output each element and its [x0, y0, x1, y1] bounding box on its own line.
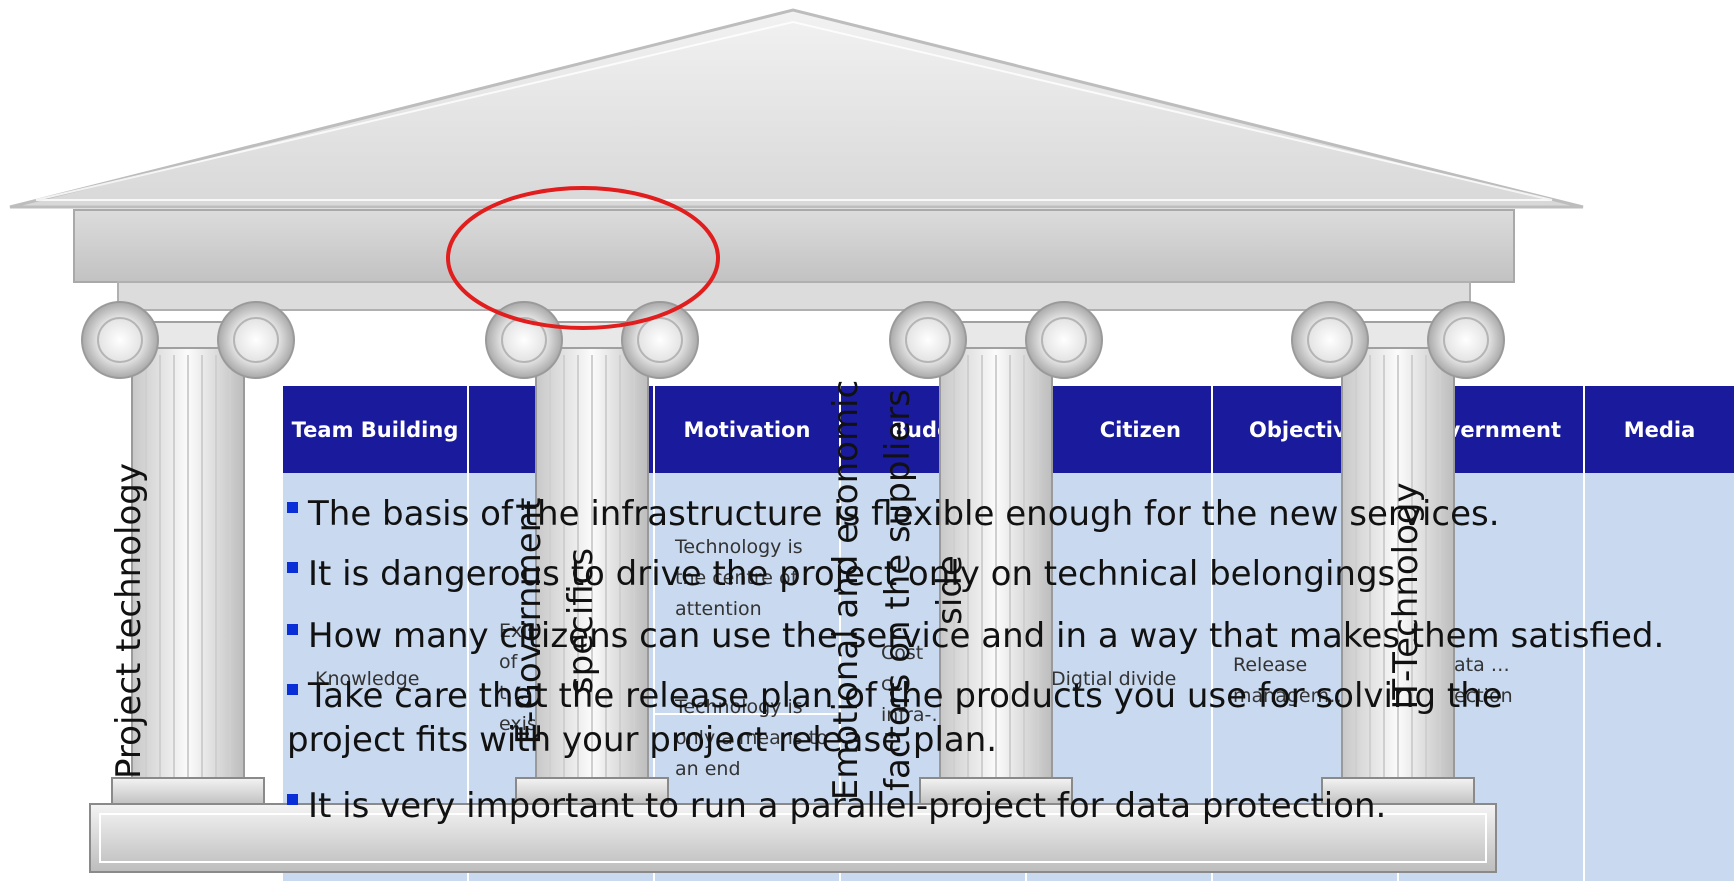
- cell-cost-infrastructure: Cost c… infra-… struct…: [881, 642, 941, 726]
- cell-technology-means: Technology is only a means to an end: [675, 696, 828, 780]
- cell-existing-structure: Exi… of t… exis… stru…: [499, 620, 539, 735]
- bullet-item: The basis of the infrastructure is flexi…: [287, 492, 1500, 536]
- bullet-marker-icon: [287, 562, 298, 573]
- bullet-marker-icon: [287, 624, 298, 635]
- table-column: [1585, 473, 1734, 881]
- cell-knowledge: Knowledge: [315, 668, 420, 690]
- entablature-beam: [73, 209, 1515, 283]
- architrave: [117, 281, 1471, 311]
- header-media: Media: [1585, 386, 1734, 473]
- header-motivation: Motivation: [655, 386, 841, 473]
- pillar: [1291, 301, 1505, 807]
- highlight-ellipse: [446, 186, 720, 330]
- pillar: [889, 301, 1103, 807]
- header-team-building: Team Building: [283, 386, 469, 473]
- cell-technology-centre: Technology is the centre of attention: [675, 536, 803, 620]
- bullet-item: It is very important to run a parallel-p…: [287, 784, 1386, 828]
- bullet-item: It is dangerous to drive the project onl…: [287, 552, 1395, 596]
- bullet-marker-icon: [287, 794, 298, 805]
- bullet-item: How many citizens can use the service an…: [287, 614, 1664, 658]
- pillar-label-project-technology: Project technology: [109, 463, 149, 779]
- roof-pediment: [9, 8, 1584, 209]
- temple-base: [89, 803, 1497, 873]
- pillar: [81, 301, 295, 807]
- cell-release-management: Release managem…: [1233, 654, 1349, 707]
- bullet-item: Take care that the release plan of the p…: [287, 676, 1503, 760]
- bullet-marker-icon: [287, 684, 298, 695]
- cell-digital-divide: Digtial divide: [1051, 668, 1177, 690]
- bullet-marker-icon: [287, 502, 298, 513]
- header-citizen: Citizen: [1027, 386, 1213, 473]
